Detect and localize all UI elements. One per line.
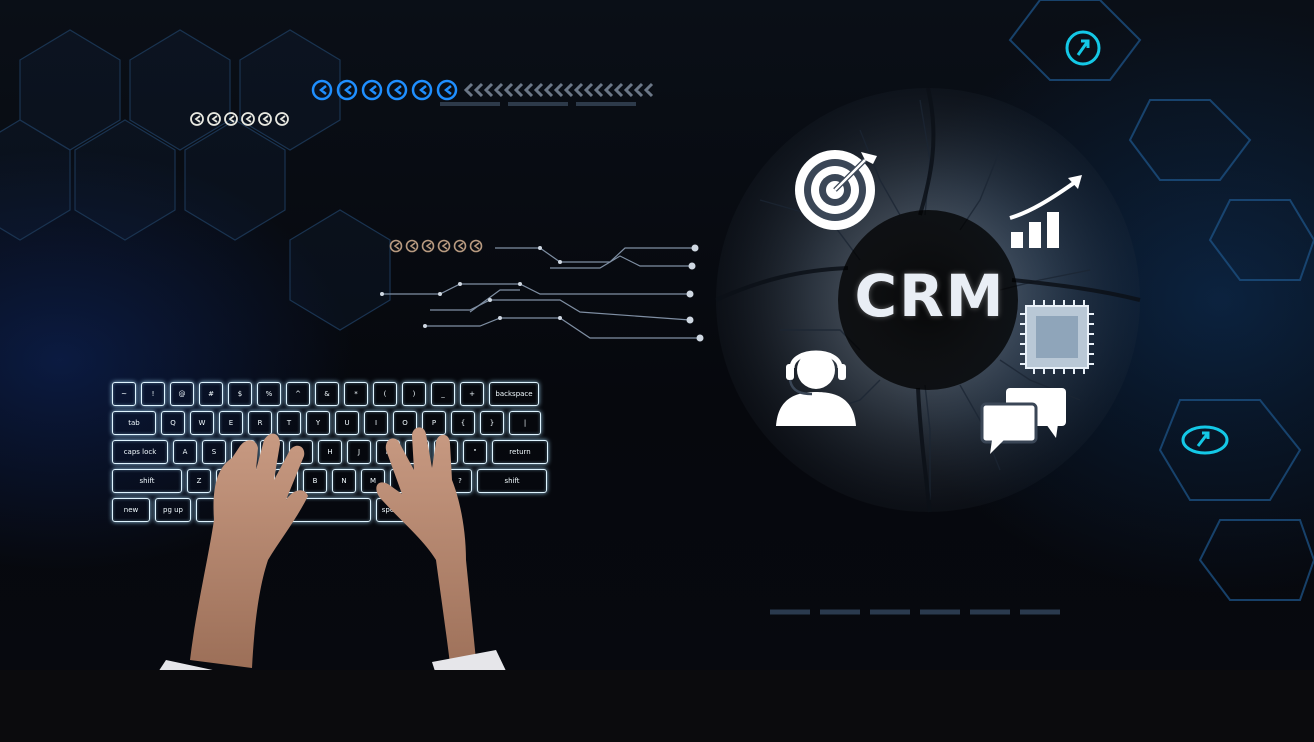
keyboard-key: M: [361, 469, 385, 493]
bottom-band: [0, 670, 1314, 742]
keyboard-key: O: [393, 411, 417, 435]
keyboard-key: ): [402, 382, 426, 406]
keyboard-key: backspace: [489, 382, 539, 406]
keyboard-key: #: [199, 382, 223, 406]
keyboard-key: $: [228, 382, 252, 406]
keyboard-key: caps lock: [112, 440, 168, 464]
crm-logo-text: CRM: [854, 262, 1006, 330]
arrow-row-blue: [311, 79, 458, 101]
keyboard-key: Q: [161, 411, 185, 435]
keyboard-key: pg up: [155, 498, 191, 522]
keyboard-key: I: [364, 411, 388, 435]
keyboard-key: U: [335, 411, 359, 435]
keyboard-key: shift: [112, 469, 182, 493]
keyboard-key: E: [219, 411, 243, 435]
crm-inner-circle: [838, 210, 1018, 390]
keyboard-key: S: [202, 440, 226, 464]
keyboard-key: |: [509, 411, 541, 435]
shirt-sleeves: [159, 650, 506, 670]
support-agent-icon: [776, 350, 856, 426]
keyboard-key: A: [173, 440, 197, 464]
tech-background: [0, 0, 1314, 615]
keyboard-key: B: [303, 469, 327, 493]
teal-badge-icons: [1065, 30, 1229, 455]
keyboard-key: J: [347, 440, 371, 464]
keyboard-key: return: [492, 440, 548, 464]
right-hand: [376, 427, 477, 670]
keyboard-key: (: [373, 382, 397, 406]
keyboard-key: %: [257, 382, 281, 406]
keyboard-key: ^: [286, 382, 310, 406]
keyboard-key: new: [112, 498, 150, 522]
keyboard-key: *: [344, 382, 368, 406]
keyboard-key: T: [277, 411, 301, 435]
keyboard-key: Z: [187, 469, 211, 493]
keyboard-key: {: [451, 411, 475, 435]
keyboard-key: !: [141, 382, 165, 406]
keyboard-key: tab: [112, 411, 156, 435]
typing-hands: [159, 427, 506, 670]
keyboard-key: P: [422, 411, 446, 435]
keyboard-key: R: [248, 411, 272, 435]
keyboard-key: ": [463, 440, 487, 464]
keyboard-key: ~: [112, 382, 136, 406]
growth-chart-icon: [1009, 175, 1082, 248]
left-hand: [190, 433, 308, 668]
arrow-row-white: [190, 112, 289, 126]
keyboard-key: shift: [477, 469, 547, 493]
arrow-row-tan: [389, 239, 483, 253]
keyboard-key: H: [318, 440, 342, 464]
keyboard-key: Y: [306, 411, 330, 435]
target-icon: [795, 150, 877, 230]
cpu-chip-icon: [1020, 300, 1094, 374]
keyboard-key: &: [315, 382, 339, 406]
keyboard-key: _: [431, 382, 455, 406]
keyboard-key: }: [480, 411, 504, 435]
keyboard-key: +: [460, 382, 484, 406]
circuit-lines: [382, 247, 700, 339]
keyboard-key: N: [332, 469, 356, 493]
keyboard-key: W: [190, 411, 214, 435]
keyboard-key: @: [170, 382, 194, 406]
chat-bubbles-icon: [980, 388, 1066, 454]
